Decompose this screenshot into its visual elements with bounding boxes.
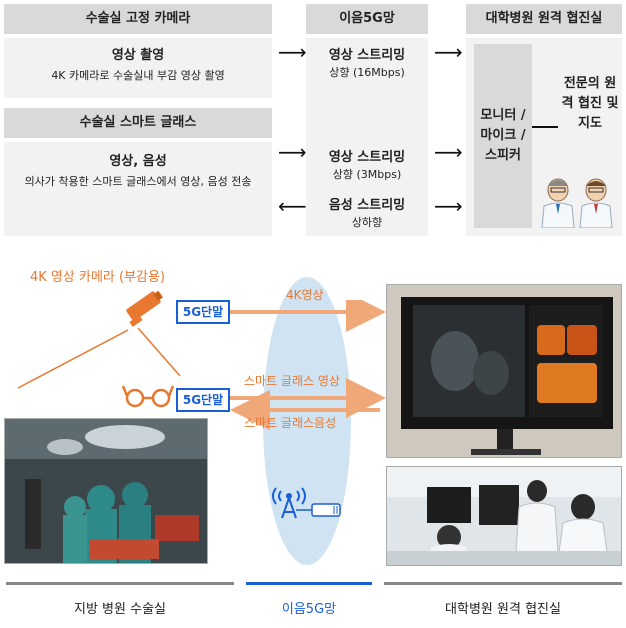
glasses-box-desc: 의사가 착용한 스마트 글래스에서 영상, 음성 전송 [24, 175, 252, 188]
arrow-right-icon: ⟶ [434, 194, 463, 218]
hospital-service-label: 전문의 원격 협진 및 지도 [561, 76, 619, 131]
footer-right-label: 대학병원 원격 협진실 [445, 602, 561, 617]
network-ellipse [263, 277, 351, 565]
camera-box-header: 수술실 고정 카메라 [4, 4, 272, 34]
arrow-right-icon: ⟶ [278, 140, 307, 164]
footer-line-right [384, 582, 622, 585]
camera-box-body: 영상 촬영 4K 카메라로 수술실내 부감 영상 촬영 [4, 38, 272, 98]
arrow-right-icon: ⟶ [434, 40, 463, 64]
network-item3-desc: 상하향 [351, 216, 383, 229]
glasses-box-body: 영상, 음성 의사가 착용한 스마트 글래스에서 영상, 음성 전송 [4, 142, 272, 236]
base-station-icon [272, 487, 341, 519]
doctor-left-icon [541, 178, 575, 228]
flow-glass-video-label: 스마트 글래스 영상 [244, 374, 340, 388]
flow-arrows [230, 300, 386, 430]
smart-glasses-icon [122, 385, 174, 408]
camera-box-title: 영상 촬영 [111, 48, 165, 63]
footer-line-left [6, 582, 234, 585]
doctor-right-icon [579, 178, 613, 228]
hospital-header: 대학병원 원격 협진실 [466, 4, 622, 34]
arrow-right-icon: ⟶ [434, 140, 463, 164]
camera-icon [126, 290, 163, 327]
arrow-right-icon: ⟶ [278, 40, 307, 64]
arrow-left-icon: ⟵ [278, 194, 307, 218]
network-item1-desc: 상향 (16Mbps) [329, 66, 405, 79]
terminal-5g-2: 5G단말 [176, 388, 230, 412]
network-item1-title: 영상 스트리밍 [328, 48, 406, 63]
network-item2-desc: 상향 (3Mbps) [332, 168, 402, 181]
glasses-box-header: 수술실 스마트 글래스 [4, 108, 272, 138]
terminal-5g-1: 5G단말 [176, 300, 230, 324]
camera-label: 4K 영상 카메라 (부감용) [30, 270, 166, 285]
footer-line-middle [246, 582, 372, 585]
hospital-connector-line [532, 126, 558, 128]
flow-4k-label: 4K영상 [286, 288, 324, 302]
remote-monitor-photo [386, 284, 622, 458]
network-item2-title: 영상 스트리밍 [328, 150, 406, 165]
hospital-device-box: 모니터 /마이크 /스피커 [474, 44, 532, 228]
footer-left-label: 지방 병원 수술실 [74, 602, 166, 617]
network-item3-title: 음성 스트리밍 [328, 198, 406, 213]
camera-lines [17, 327, 181, 389]
doctors-illustration [541, 178, 613, 228]
network-body: 영상 스트리밍 상향 (16Mbps) 영상 스트리밍 상향 (3Mbps) 음… [306, 38, 428, 236]
camera-box-desc: 4K 카메라로 수술실내 부감 영상 촬영 [51, 69, 225, 82]
operating-room-photo [4, 418, 208, 564]
remote-doctors-photo [386, 466, 622, 566]
footer-middle-label: 이음5G망 [281, 602, 337, 617]
flow-glass-audio-label: 스마트 글래스음성 [244, 416, 337, 430]
network-header: 이음5G망 [306, 4, 428, 34]
hospital-device-label: 모니터 /마이크 /스피커 [480, 108, 526, 163]
glasses-box-title: 영상, 음성 [109, 154, 167, 169]
